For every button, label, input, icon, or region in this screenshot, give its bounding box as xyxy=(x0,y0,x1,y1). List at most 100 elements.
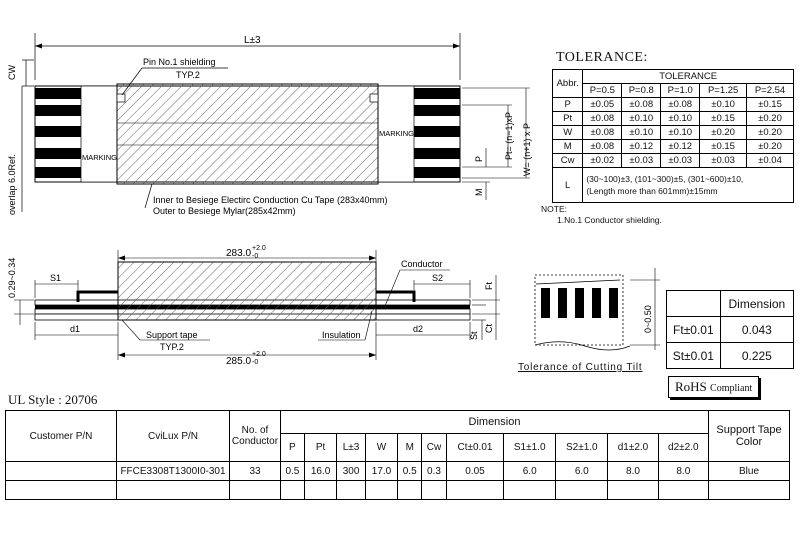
d1-label: d1 xyxy=(70,324,80,334)
pitch-header: P=0.5 xyxy=(582,83,623,98)
dim-col-header: d2±2.0 xyxy=(657,433,710,462)
mylar-tol-upper: +2.0 xyxy=(252,351,266,358)
table-row: M ±0.08 ±0.12 ±0.12 ±0.15 ±0.20 xyxy=(551,139,794,154)
right-conductor-ends xyxy=(414,88,460,178)
w-label: W= (n+1) x P xyxy=(522,123,532,176)
marking-right: MARKING xyxy=(379,129,414,138)
dim-box-label: St±0.01 xyxy=(666,342,721,369)
pitch-header: P=1.25 xyxy=(699,83,748,98)
pin1-shield-label: Pin No.1 shielding xyxy=(143,57,216,67)
shield-tape-region xyxy=(116,83,379,185)
outer-tape-note: Outer to Besiege Mylar(285x42mm) xyxy=(153,206,296,216)
tol-cell: ±0.10 xyxy=(699,97,748,112)
tol-cell: ±0.10 xyxy=(621,125,662,140)
table-row: L (30~100)±3, (101~300)±5, (301~600)±10,… xyxy=(551,167,794,203)
table-row: W ±0.08 ±0.10 ±0.10 ±0.20 ±0.20 xyxy=(551,125,794,140)
dim-cell: 16.0 xyxy=(303,461,338,481)
row-abbr: Pt xyxy=(551,111,584,126)
row-abbr: L xyxy=(551,167,584,203)
ul-style-title: UL Style : 20706 xyxy=(8,392,98,407)
cut-tilt-dim: 0~0.50 xyxy=(643,305,653,333)
customer-pn-header: Customer P/N xyxy=(5,410,117,462)
note-heading: NOTE: xyxy=(541,204,567,214)
dim-cell: 8.0 xyxy=(607,461,659,481)
tol-cell: ±0.04 xyxy=(746,153,794,168)
rohs-sub: Compliant xyxy=(710,383,753,394)
dim-col-header: d1±2.0 xyxy=(607,433,659,462)
typ-label-side: TYP.2 xyxy=(160,342,184,352)
tolerance-group-header: TOLERANCE xyxy=(582,69,794,84)
conductor-label: Conductor xyxy=(401,259,443,269)
rohs-main: RoHS xyxy=(675,379,707,394)
tol-cell: ±0.08 xyxy=(582,125,623,140)
dim-cell: 0.5 xyxy=(280,461,305,481)
ft-st-dimension-table: Dimension Ft±0.01 0.043 St±0.01 0.225 xyxy=(666,290,795,369)
tolerance-table: Abbr. TOLERANCE P=0.5 P=0.8 P=1.0 P=1.25… xyxy=(551,69,794,203)
tol-cell: ±0.03 xyxy=(699,153,748,168)
marking-left: MARKING xyxy=(82,153,117,162)
tol-cell: ±0.03 xyxy=(660,153,701,168)
dim-cell: 17.0 xyxy=(364,461,399,481)
table-row: P ±0.05 ±0.08 ±0.08 ±0.10 ±0.15 xyxy=(551,97,794,112)
row-abbr: P xyxy=(551,97,584,112)
dim-cell: 6.0 xyxy=(555,461,609,481)
dim-cell: 0.5 xyxy=(397,461,423,481)
tolerance-title: TOLERANCE: xyxy=(556,50,648,65)
tol-cell: ±0.08 xyxy=(621,97,662,112)
table-row: Pt ±0.08 ±0.10 ±0.10 ±0.15 ±0.20 xyxy=(551,111,794,126)
p-label: P xyxy=(474,156,484,162)
dim-col-header: S1±1.0 xyxy=(503,433,557,462)
dimension-box-header: Dimension xyxy=(719,290,795,317)
dim-col-header: L±3 xyxy=(336,433,366,462)
dim-box-value: 0.043 xyxy=(719,316,795,343)
dim-col-header: S2±1.0 xyxy=(555,433,609,462)
conductors-cell: 33 xyxy=(229,461,281,481)
tol-cell: ±0.20 xyxy=(746,125,794,140)
row-abbr: W xyxy=(551,125,584,140)
dimension-header: Dimension xyxy=(280,410,709,434)
cutting-tilt-title: Tolerance of Cutting Tilt xyxy=(518,362,643,373)
overlap-label: overlap 6.0Ref. xyxy=(7,154,17,215)
dim-col-header: Ct±0.01 xyxy=(445,433,505,462)
tol-cell: ±0.08 xyxy=(582,139,623,154)
cw-label: CW xyxy=(7,65,17,80)
dim-cell: 0.3 xyxy=(421,461,447,481)
dim-cell: 6.0 xyxy=(503,461,557,481)
side-view: 283.0 +2.0 -0 0.29~0.34 S1 S2 d1 xyxy=(7,245,500,367)
dim-col-header: Cw xyxy=(421,433,447,462)
dim-cell: 300 xyxy=(336,461,366,481)
table-row: Ft±0.01 0.043 xyxy=(666,316,795,343)
inner-tape-note: Inner to Besiege Electirc Conduction Cu … xyxy=(153,195,387,205)
table-row: FFCE3308T1300I0-301 33 0.5 16.0 300 17.0… xyxy=(5,461,790,481)
tol-cell: ±0.03 xyxy=(621,153,662,168)
dim-col-header: P xyxy=(280,433,305,462)
tol-cell: ±0.10 xyxy=(621,111,662,126)
ft-label: Ft xyxy=(484,282,494,290)
cvilux-pn-header: CviLux P/N xyxy=(116,410,230,462)
table-row: St±0.01 0.225 xyxy=(666,342,795,369)
length-tol-line2: (Length more than 601mm)±15mm xyxy=(586,186,718,196)
left-conductor-ends xyxy=(35,88,81,178)
ct-label: Ct xyxy=(484,324,494,333)
dim-col-header: Pt xyxy=(303,433,338,462)
dim-cell: 0.05 xyxy=(445,461,505,481)
pitch-header: P=0.8 xyxy=(621,83,662,98)
tol-cell: ±0.12 xyxy=(621,139,662,154)
s2-label: S2 xyxy=(432,273,443,283)
pitch-header: P=1.0 xyxy=(660,83,701,98)
side-shield-tape xyxy=(117,261,377,321)
dim-cell: 8.0 xyxy=(657,461,710,481)
st-label: St xyxy=(469,331,479,340)
support-tape-label: Support tape xyxy=(146,330,198,340)
mylar-length-dim: 285.0 xyxy=(226,356,251,367)
customer-pn-cell xyxy=(5,461,117,481)
length-tol-line1: (30~100)±3, (101~300)±5, (301~600)±10, xyxy=(586,174,744,184)
tol-cell: ±0.15 xyxy=(699,111,748,126)
tol-cell: ±0.20 xyxy=(746,139,794,154)
tol-cell: ±0.15 xyxy=(699,139,748,154)
tol-cell: ±0.20 xyxy=(746,111,794,126)
note-item: 1.No.1 Conductor shielding. xyxy=(557,215,662,225)
m-label: M xyxy=(474,189,484,197)
table-row xyxy=(5,480,790,500)
